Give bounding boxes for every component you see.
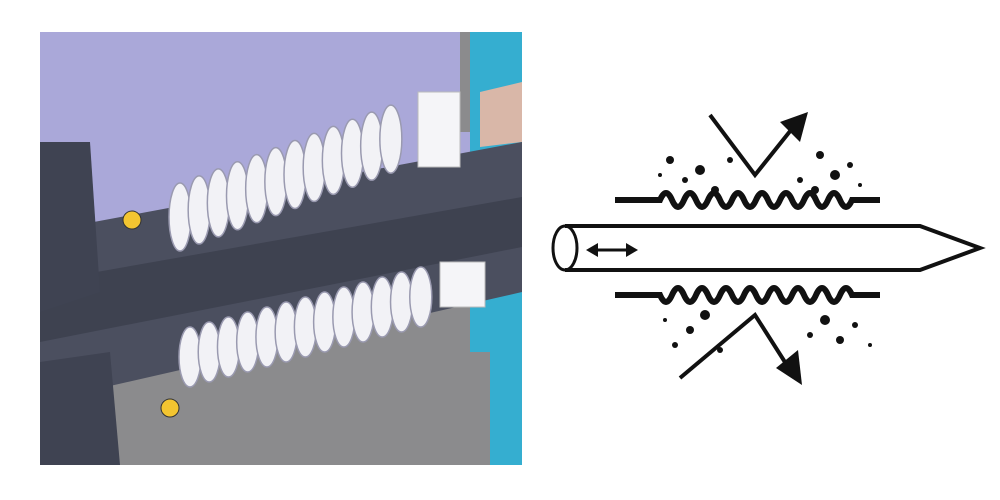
particles [658,151,872,353]
up-arrow-head [780,112,808,142]
particle-dot [711,186,719,194]
bellows-convolution [379,104,403,174]
upper-collar [417,91,461,168]
shaft-outline [565,224,986,272]
particle-dot [830,170,840,180]
lower-bellows-line [615,285,880,305]
particle-dot [663,318,667,322]
particle-dot [717,347,723,353]
left-block [40,142,100,312]
particle-dot [695,165,705,175]
particle-dot [868,343,872,347]
shaft-seal-schematic [551,112,986,385]
lower-left-block [40,352,120,465]
shaft-inner [40,197,522,342]
lower-collar [439,261,486,308]
particle-dot [858,183,862,187]
lower-bellows [178,266,433,388]
lower-arrow-line [678,312,792,380]
particle-dot [807,332,813,338]
upper-seal-ring [122,210,142,230]
bellows-convolution [409,266,433,328]
particle-dot [666,156,674,164]
upper-bellows-line [615,190,880,210]
right-arrowhead-icon [626,243,638,257]
particle-dot [836,336,844,344]
particle-dot [847,162,853,168]
upper-arrow-line [708,113,797,179]
left-arrowhead-icon [586,243,598,257]
particle-dot [727,157,733,163]
particle-dot [797,177,803,183]
flange-pink [480,82,522,147]
bellows-seal-cutaway-illustration [40,32,522,465]
upper-bellows [168,104,403,252]
down-arrow-head [776,350,802,385]
particle-dot [816,151,824,159]
lower-seal-ring [160,398,180,418]
particle-dot [682,177,688,183]
particle-dot [700,310,710,320]
shaft-end [551,224,579,272]
particle-dot [820,315,830,325]
particle-dot [852,322,858,328]
particle-dot [686,326,694,334]
particle-dot [658,173,662,177]
particle-dot [672,342,678,348]
particle-dot [811,186,819,194]
